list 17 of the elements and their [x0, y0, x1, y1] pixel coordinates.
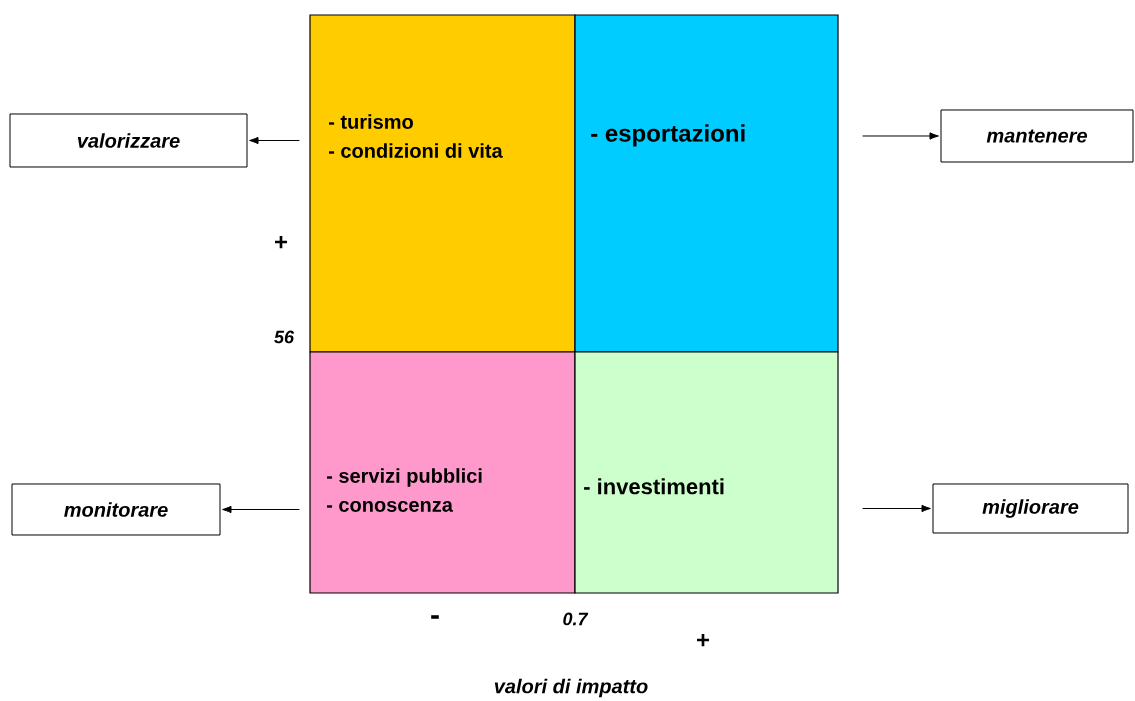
axis-label: + — [697, 633, 710, 647]
axis-label: 0.7 — [563, 612, 589, 626]
quadrant-text: - turismo - condizioni di vita — [329, 114, 503, 158]
action-box: migliorare — [932, 483, 1129, 534]
action-box: monitorare — [11, 483, 221, 536]
axis-label: 56 — [274, 330, 295, 344]
action-box: valorizzare — [9, 113, 248, 168]
axis-label: + — [275, 235, 288, 249]
quadrant-text: - investimenti — [584, 478, 724, 495]
arrow — [862, 132, 939, 140]
axis-label: valori di impatto — [494, 678, 648, 698]
arrow — [862, 504, 931, 513]
arrow — [249, 136, 300, 145]
quadrant-text: - esportazioni — [591, 124, 745, 147]
quadrant-text: - servizi pubblici - conoscenza — [327, 468, 482, 512]
arrow — [222, 505, 300, 514]
action-box: mantenere — [940, 109, 1134, 163]
